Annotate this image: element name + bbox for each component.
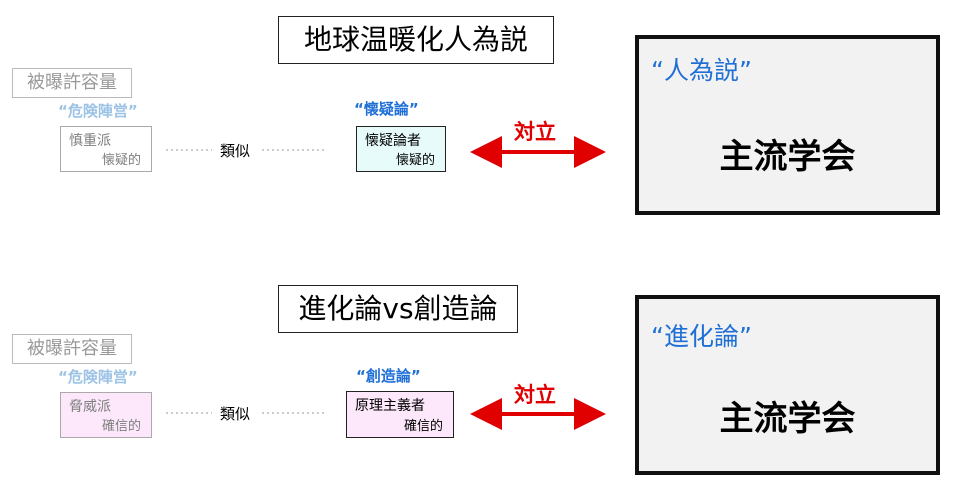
right-node-1: 懐疑論者 懐疑的 xyxy=(356,126,446,172)
left-node-2-line1: 脅威派 xyxy=(69,399,111,415)
mainstream-name-1: 主流学会 xyxy=(719,137,856,177)
left-node-1-line1: 慎重派 xyxy=(69,133,111,149)
mainstream-quote-2: “進化論” xyxy=(651,322,752,351)
right-camp-label-1: “懐疑論” xyxy=(354,100,419,118)
left-camp-label-1: “危険陣営” xyxy=(58,102,138,120)
section-title-warming: 地球温暖化人為説 xyxy=(278,16,554,64)
mainstream-name-2: 主流学会 xyxy=(719,399,856,439)
tolerance-label-1: 被曝許容量 xyxy=(12,68,132,98)
similar-label-1: 類似 xyxy=(220,142,251,160)
mainstream-box-2: “進化論” 主流学会 xyxy=(635,295,940,475)
right-node-1-line1: 懐疑論者 xyxy=(365,133,421,149)
right-node-1-line2: 懐疑的 xyxy=(395,153,435,168)
opposition-label-2: 対立 xyxy=(514,383,556,407)
right-node-2: 原理主義者 確信的 xyxy=(346,391,454,438)
right-node-2-line2: 確信的 xyxy=(403,419,443,434)
mainstream-quote-1: “人為説” xyxy=(651,56,752,85)
right-camp-label-2: “創造論” xyxy=(356,367,421,385)
tolerance-label-2: 被曝許容量 xyxy=(12,334,132,364)
left-node-2: 脅威派 確信的 xyxy=(60,392,152,438)
mainstream-box-1: “人為説” 主流学会 xyxy=(635,35,940,215)
right-node-2-line1: 原理主義者 xyxy=(355,398,425,414)
opposition-label-1: 対立 xyxy=(514,120,556,144)
section-title-evolution: 進化論vs創造論 xyxy=(278,285,518,333)
left-camp-label-2: “危険陣営” xyxy=(58,368,138,386)
left-node-1: 慎重派 懐疑的 xyxy=(60,126,152,172)
left-node-1-line2: 懐疑的 xyxy=(101,153,141,168)
similar-label-2: 類似 xyxy=(220,405,251,423)
left-node-2-line2: 確信的 xyxy=(101,419,141,434)
